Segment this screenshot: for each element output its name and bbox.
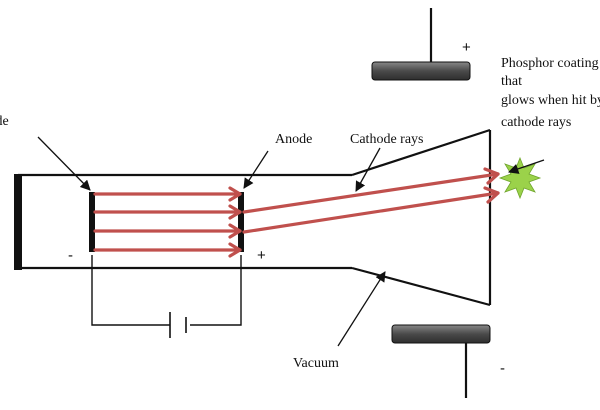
phosphor-pointer-arrow xyxy=(508,159,545,174)
top-plate-sign: + xyxy=(462,39,471,56)
cathode-electrode xyxy=(89,192,95,252)
cathode-terminal-sign: - xyxy=(68,247,73,264)
ray-1 xyxy=(93,186,242,202)
pointer-arrows xyxy=(37,136,545,347)
anode-label: Anode xyxy=(275,132,312,147)
tube-outline xyxy=(18,128,492,307)
cathode-rays-label: Cathode rays xyxy=(350,132,423,147)
phosphor-label-line-2: that xyxy=(501,74,522,89)
anode-terminal-sign: + xyxy=(257,247,266,264)
ray-3 xyxy=(93,223,242,239)
bottom-plate-sign: - xyxy=(500,360,505,377)
tube-top-flare xyxy=(351,128,491,177)
phosphor-label-line-4: cathode rays xyxy=(501,115,571,130)
wire-left xyxy=(91,255,170,326)
phosphor-label-line-3: glows when hit by xyxy=(501,93,600,108)
cathode-rays xyxy=(93,167,500,258)
cathode-rays-pointer-arrow xyxy=(355,147,381,192)
ray-4 xyxy=(93,242,242,258)
tube-bottom-flare xyxy=(351,266,491,307)
vacuum-label: Vacuum xyxy=(293,356,339,371)
bottom-deflection-plate xyxy=(391,324,491,398)
cathode-label: Cathode xyxy=(0,114,9,129)
beam-lower xyxy=(242,186,500,234)
wire-right xyxy=(190,255,242,326)
top-deflection-plate xyxy=(371,8,471,81)
anode-pointer-arrow xyxy=(243,150,269,189)
cathode-pointer-arrow xyxy=(37,136,91,191)
vacuum-pointer-arrow xyxy=(337,271,386,347)
circuit-wires xyxy=(91,255,242,338)
beam-upper xyxy=(242,167,500,214)
ray-2 xyxy=(93,204,242,220)
anode-electrode xyxy=(238,192,244,252)
tube-end-cap xyxy=(14,174,22,270)
phosphor-label-line-1: Phosphor coating xyxy=(501,56,599,71)
